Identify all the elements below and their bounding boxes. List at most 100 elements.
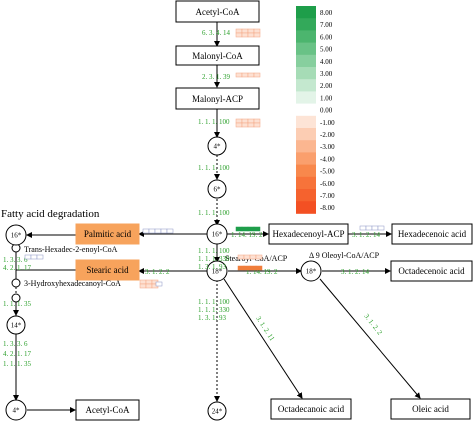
box-label: Hexadecenoic acid — [398, 229, 467, 239]
expression-cell — [253, 32, 261, 38]
node-label: 18* — [306, 268, 317, 276]
node-4-bottom: 4* — [5, 399, 27, 421]
expression-cell — [253, 226, 261, 232]
box-label: Palmitic acid — [84, 229, 132, 239]
node-14: 14* — [6, 315, 26, 335]
expression-cell — [241, 32, 249, 38]
legend-swatch — [296, 54, 316, 68]
node-label: 4* — [214, 143, 222, 151]
expression-cell — [241, 122, 249, 128]
expression-cell — [155, 281, 163, 287]
legend-value-label: 6.00 — [320, 33, 333, 41]
enzyme-label: 1. 1. 1. 330 — [198, 306, 230, 314]
box-label: Stearic acid — [86, 265, 129, 275]
node-18-center: 18* — [206, 260, 228, 282]
metabolite-next-node — [11, 293, 21, 303]
expression-cell — [253, 118, 261, 124]
expression-cell — [30, 254, 38, 260]
legend-swatch — [296, 42, 316, 56]
enzyme-label: 1. 1. 1. 330 — [198, 255, 230, 263]
box-octadecenoic-acid: Octadecenoic acid — [390, 260, 473, 282]
legend-swatch — [296, 67, 316, 80]
expression-cell — [247, 72, 255, 78]
legend-swatch — [296, 30, 316, 43]
enzyme-label: 1. 3. 3. 6 — [3, 340, 28, 348]
edge-18right-oleic — [319, 278, 421, 399]
enzyme-label: 1. 3. 1. 93 — [198, 314, 227, 322]
legend-value-label: 0.00 — [320, 107, 333, 115]
expression-cell — [241, 118, 249, 124]
expression-cell — [160, 228, 168, 234]
expression-cell — [148, 228, 156, 234]
expression-cell — [235, 122, 243, 128]
expression-cell — [237, 265, 245, 271]
expression-cell — [247, 32, 255, 38]
legend-value-label: 5.00 — [320, 46, 333, 54]
box-label: Malonyl-CoA — [192, 51, 243, 61]
box-label: Oleic acid — [412, 404, 449, 414]
box-acetyl-coa-top: Acetyl-CoA — [175, 0, 260, 23]
legend-value-label: 2.00 — [320, 82, 333, 90]
expression-cell — [247, 122, 255, 128]
expression-cell — [142, 228, 150, 234]
expression-cell — [145, 279, 153, 285]
pathway-edges — [13, 22, 421, 413]
enzyme-label: 2. 3. 1. 39 — [202, 73, 231, 81]
legend-swatch — [296, 164, 316, 178]
node-18-right: 18* — [300, 260, 322, 282]
expression-cell — [247, 226, 255, 232]
legend-value-label: 7.00 — [320, 21, 333, 29]
node-16-left: 16* — [5, 224, 27, 246]
node-6: 6* — [207, 179, 227, 199]
box-label: Octadecenoic acid — [398, 266, 465, 276]
enzyme-label: 3. 1. 2. 2 — [145, 268, 170, 276]
legend-swatch — [296, 140, 316, 153]
enzyme-label: 1. 1. 1. 100 — [198, 298, 230, 306]
legend-value-label: -6.00 — [320, 180, 335, 188]
expression-cell — [36, 254, 44, 260]
box-octadecanoic-acid: Octadecanoic acid — [270, 398, 352, 420]
enzyme-label: 1. 1. 1. 100 — [198, 164, 230, 172]
expression-cell — [241, 28, 249, 34]
legend-value-label: -8.00 — [320, 204, 335, 212]
box-palmitic-acid: Palmitic acid — [75, 223, 140, 245]
enzyme-label: 1. 1. 1. 35 — [3, 360, 32, 368]
expression-cell — [255, 265, 263, 271]
expression-cell — [139, 283, 147, 289]
box-hexadecenoic-acid: Hexadecenoic acid — [391, 223, 473, 245]
node-label: 18* — [212, 268, 223, 276]
expression-cell — [377, 225, 385, 231]
node-label: 6* — [214, 186, 222, 194]
expression-cell — [243, 254, 251, 260]
metabolite-hydroxy-node — [11, 278, 21, 288]
legend-swatch — [296, 189, 316, 202]
legend-swatch — [296, 91, 316, 104]
box-label: Acetyl-CoA — [196, 7, 240, 17]
legend-value-label: -4.00 — [320, 155, 335, 163]
expression-cell — [249, 265, 257, 271]
expression-cell — [166, 228, 174, 234]
expression-cell — [24, 254, 32, 260]
enzyme-label: 1. 14. 19. 2 — [246, 268, 278, 276]
legend-value-label: -3.00 — [320, 143, 335, 151]
expression-cell — [365, 225, 373, 231]
edge-18-octadecanoic — [223, 278, 303, 399]
expression-cell — [139, 279, 147, 285]
enzyme-label: 4. 2. 1. 17 — [3, 350, 32, 358]
legend-value-label: 4.00 — [320, 58, 333, 66]
expression-cell — [145, 283, 153, 289]
box-stearic-acid: Stearic acid — [75, 259, 140, 281]
legend-swatch — [296, 176, 316, 190]
expression-cell — [253, 28, 261, 34]
enzyme-label: 4. 2. 1. 17 — [3, 264, 32, 272]
enzyme-label: 1. 1. 1. 100 — [198, 209, 230, 217]
enzyme-label: 1. 1. 1. 100 — [198, 118, 230, 126]
expression-cell — [235, 226, 243, 232]
legend-value-label: -2.00 — [320, 131, 335, 139]
expression-cell — [241, 72, 249, 78]
node-label: 16* — [212, 231, 223, 239]
enzyme-label: 3. 1. 2. 11 — [254, 315, 276, 343]
expression-cell — [243, 265, 251, 271]
legend-value-label: -5.00 — [320, 168, 335, 176]
box-label: Malonyl-ACP — [192, 94, 243, 104]
